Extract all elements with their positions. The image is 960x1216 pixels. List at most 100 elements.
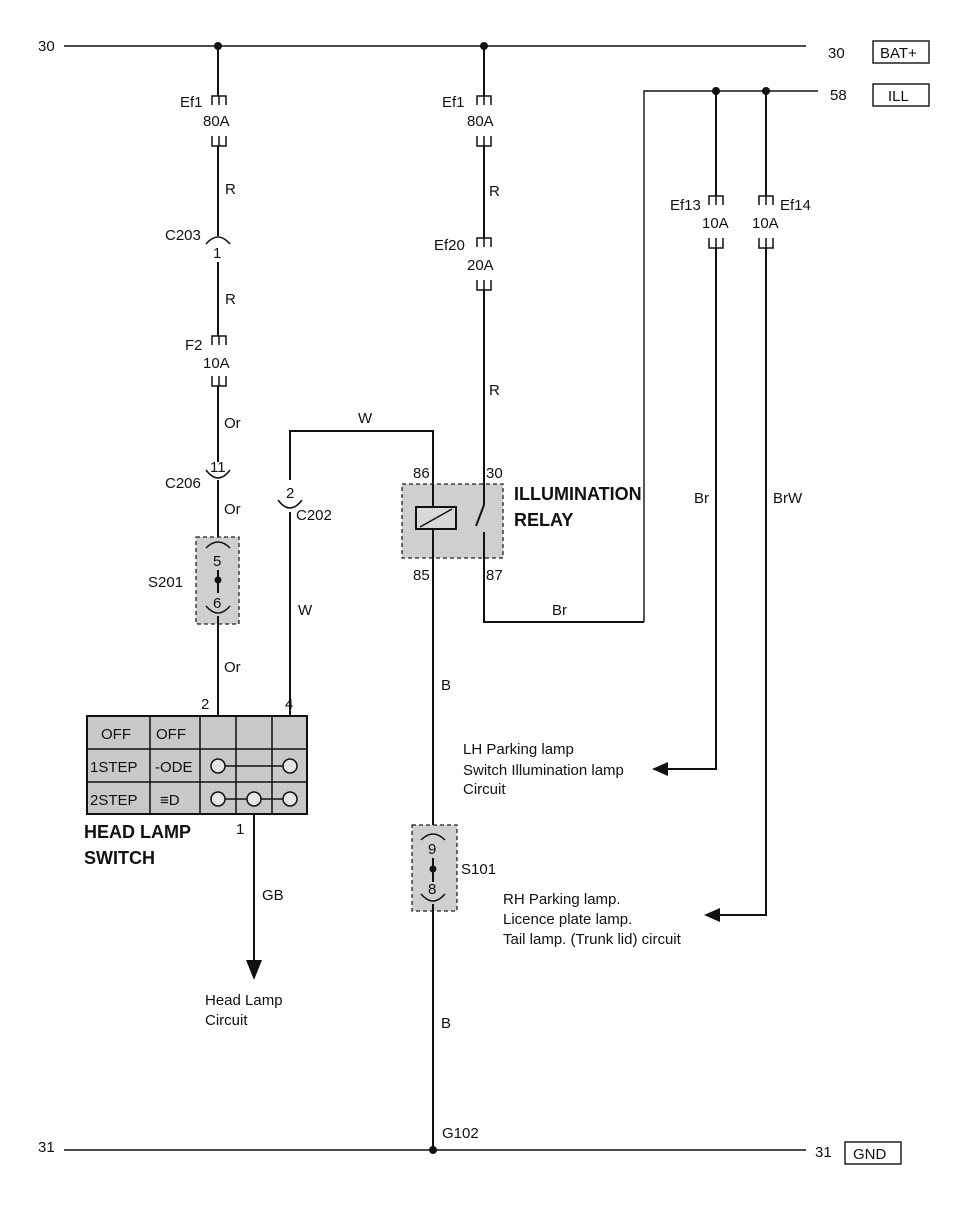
fuse-icon [708, 238, 724, 249]
fuse-icon [758, 238, 774, 249]
rh-note-line2: Licence plate lamp. [503, 911, 632, 928]
wire-color-b: B [441, 1015, 451, 1032]
switch-contact [210, 758, 226, 774]
wire-color-w: W [298, 602, 313, 619]
switch-pin-2: 2 [201, 696, 209, 713]
rail-top-right-label: 30 [828, 45, 845, 62]
fuse-ef1-left-rating: 80A [203, 113, 230, 130]
relay-title-line2: RELAY [514, 510, 573, 530]
switch-contact [210, 791, 226, 807]
rail-bottom-right-label: 31 [815, 1144, 832, 1161]
ill-box [872, 83, 930, 107]
switch-row-1step: 1STEP [90, 759, 138, 776]
ground-path: B 9 8 S101 B G102 [411, 558, 496, 1150]
splice-s201-pin-top: 5 [213, 553, 221, 570]
splice-s201-label: S201 [148, 574, 183, 591]
connector-c202-pin: 2 [286, 485, 294, 502]
w-wire: W 2 C202 W [277, 410, 434, 716]
wire-color-b: B [441, 677, 451, 694]
switch-title-line2: SWITCH [84, 848, 155, 868]
fuse-ef14-label: Ef14 [780, 197, 811, 214]
wire-color-w: W [358, 410, 373, 427]
fuse-icon [476, 136, 492, 147]
relay-pin-86: 86 [413, 465, 430, 482]
wire-color-or: Or [224, 659, 241, 676]
fuse-f2-label: F2 [185, 337, 203, 354]
fuse-icon [758, 195, 774, 205]
fuse-icon [211, 95, 227, 105]
arrow-left-icon [652, 762, 668, 776]
gnd-label: GND [853, 1146, 887, 1163]
relay-pin-87: 87 [486, 567, 503, 584]
lh-note-line1: LH Parking lamp [463, 741, 574, 758]
switch-title-line1: HEAD LAMP [84, 822, 191, 842]
wire-color-br: Br [552, 602, 567, 619]
splice-s101-pin-bottom: 8 [428, 881, 436, 898]
gnd-box [844, 1141, 902, 1165]
switch-row-2step: 2STEP [90, 792, 138, 809]
splice-dot [214, 576, 222, 584]
fuse-icon [708, 195, 724, 205]
fuse-ef13-label: Ef13 [670, 197, 701, 214]
fuse-icon [476, 95, 492, 105]
fuse-icon [211, 335, 227, 345]
relay-switch-contact [475, 504, 485, 527]
switch-contact [282, 791, 298, 807]
fuse-ef20-rating: 20A [467, 257, 494, 274]
wire-color-r: R [225, 181, 236, 198]
splice-s201-pin-bottom: 6 [213, 595, 221, 612]
connector-c203-label: C203 [165, 227, 201, 244]
bat-label: BAT+ [880, 45, 917, 62]
bat-box [872, 40, 930, 64]
rail-ill-number: 58 [830, 87, 847, 104]
wire-color-br: Br [694, 490, 709, 507]
arrow-left-icon [704, 908, 720, 922]
connector-c206-pin: 11 [210, 459, 226, 476]
wire-color-r: R [225, 291, 236, 308]
rail-bottom-left-label: 31 [38, 1139, 55, 1156]
rail-gnd: 31 31 GND [38, 1139, 902, 1165]
switch-row-1step-b: -ODE [155, 759, 193, 776]
rh-note-line3: Tail lamp. (Trunk lid) circuit [503, 931, 682, 948]
rail-bat: 30 30 BAT+ [38, 38, 930, 64]
connector-c203-pin: 1 [213, 245, 221, 262]
rail-top-left-label: 30 [38, 38, 55, 55]
relay-pin-30: 30 [486, 465, 503, 482]
splice-connector-icon [205, 541, 231, 549]
splice-s201-box [195, 536, 240, 625]
switch-pin-1: 1 [236, 821, 244, 838]
wire-color-or: Or [224, 415, 241, 432]
splice-connector-icon [420, 833, 446, 841]
switch-row-off: OFF [101, 726, 131, 743]
fuse-icon [211, 136, 227, 147]
head-lamp-note-line2: Circuit [205, 1012, 248, 1029]
illumination-relay: 86 30 ILLUMINATION RELAY 85 87 Br [401, 465, 644, 623]
switch-pin-4: 4 [285, 696, 293, 713]
head-lamp-note-line1: Head Lamp [205, 992, 283, 1009]
splice-dot [429, 865, 437, 873]
connector-c203-icon [205, 236, 231, 245]
connector-c202-icon [277, 499, 303, 509]
fuse-icon [211, 376, 227, 387]
wire-color-brw: BrW [773, 490, 803, 507]
wire-color-or: Or [224, 501, 241, 518]
lh-note-line3: Circuit [463, 781, 506, 798]
center-branch: Ef1 80A R Ef20 20A R [434, 46, 500, 484]
relay-title-line1: ILLUMINATION [514, 484, 642, 504]
splice-s101-pin-top: 9 [428, 841, 436, 858]
fuse-ef20-label: Ef20 [434, 237, 465, 254]
wire-color-r: R [489, 382, 500, 399]
left-branch: Ef1 80A R C203 1 R F2 10A Or 11 C206 Or … [148, 46, 241, 716]
ground-g102-label: G102 [442, 1125, 479, 1142]
fuse-icon [476, 237, 492, 247]
fuse-ef1-right-label: Ef1 [442, 94, 465, 111]
rh-note-line1: RH Parking lamp. [503, 891, 621, 908]
fuse-ef13-rating: 10A [702, 215, 729, 232]
connector-c202-label: C202 [296, 507, 332, 524]
switch-body [86, 715, 308, 815]
wire-color-gb: GB [262, 887, 284, 904]
fuse-icon [476, 280, 492, 291]
head-lamp-switch: 2 4 OFF OFF 1STEP -ODE 2STEP ≡D HEAD LAM… [84, 696, 308, 1029]
wire-color-r: R [489, 183, 500, 200]
connector-c206-icon [205, 469, 231, 479]
